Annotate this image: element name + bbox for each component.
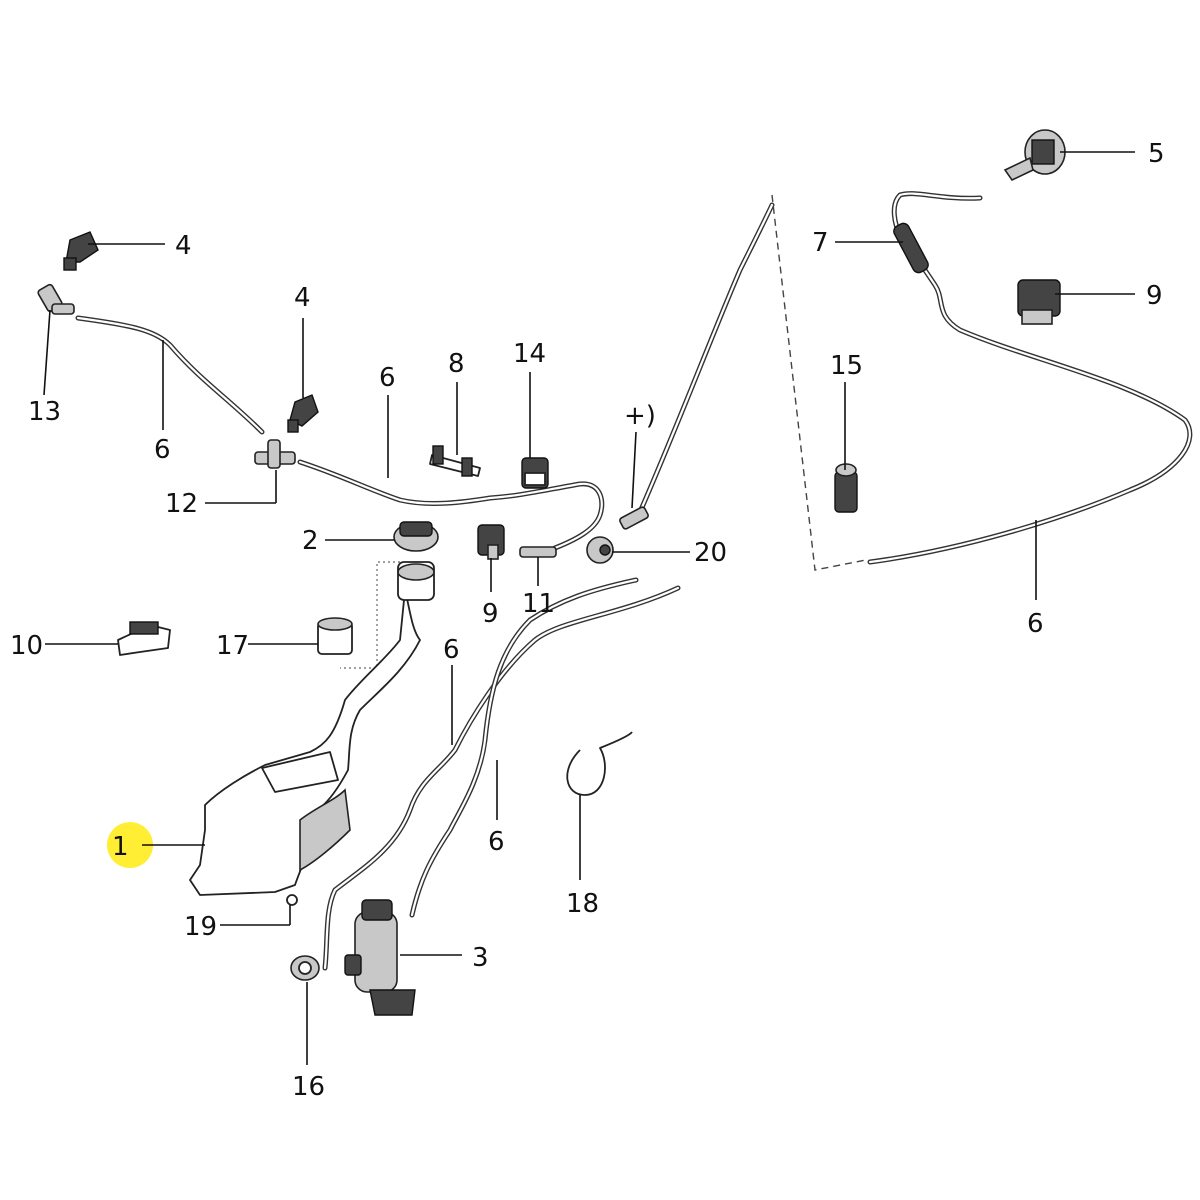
callout-17: 17 (216, 631, 249, 661)
check-valve (893, 222, 929, 274)
small-clip (286, 894, 298, 906)
hose-joint-plus (619, 506, 649, 530)
callout-plus: +) (624, 401, 656, 431)
callout-16: 16 (292, 1072, 325, 1102)
highlight-marker (107, 822, 153, 868)
hose-grommet (586, 536, 614, 564)
callout-9-center: 9 (482, 599, 499, 629)
callout-6-right: 6 (1027, 609, 1044, 639)
callout-10: 10 (10, 631, 43, 661)
callout-2: 2 (302, 526, 319, 556)
connector-15 (834, 463, 858, 513)
leader-lines (43, 151, 1135, 1065)
callout-12: 12 (165, 489, 198, 519)
hose-clip (521, 457, 549, 489)
callout-4-center: 4 (294, 283, 311, 313)
hoses (75, 191, 1193, 971)
joint-connector (519, 546, 557, 558)
callout-15: 15 (830, 351, 863, 381)
callout-6-left: 6 (154, 435, 171, 465)
callout-8: 8 (448, 349, 465, 379)
callout-9-right: 9 (1146, 281, 1163, 311)
callout-7: 7 (812, 228, 829, 258)
cable-tie (566, 731, 633, 796)
callout-18: 18 (566, 889, 599, 919)
washer-nozzle-left (63, 231, 99, 271)
washer-nozzle-center (287, 394, 319, 433)
washer-pump (344, 899, 416, 1016)
connector-center (477, 524, 505, 560)
seal-ring (317, 617, 353, 655)
callout-labels: 4 13 6 4 6 8 14 +) 12 2 9 11 20 5 7 9 15… (10, 139, 1165, 1102)
mounting-bracket (117, 621, 171, 656)
callout-4-left: 4 (175, 231, 192, 261)
pump-grommet (290, 955, 320, 981)
callout-6-mid: 6 (443, 635, 460, 665)
callout-3: 3 (472, 943, 489, 973)
dotted-bracket (340, 561, 400, 669)
hose-clip-bar (429, 445, 481, 477)
t-joint (254, 439, 296, 469)
callout-5: 5 (1148, 139, 1165, 169)
reservoir-tank (189, 561, 435, 896)
filler-cap (393, 521, 439, 552)
callout-13: 13 (28, 397, 61, 427)
connector-right (1017, 279, 1061, 325)
callout-14: 14 (513, 339, 546, 369)
rear-washer-nozzle (1003, 129, 1066, 182)
callout-19: 19 (184, 912, 217, 942)
elbow-joint (37, 283, 75, 315)
callout-11: 11 (522, 589, 555, 619)
dashed-boundary (771, 194, 867, 571)
callout-20: 20 (694, 538, 727, 568)
callout-1: 1 (112, 832, 129, 862)
callout-6-top: 6 (379, 363, 396, 393)
callout-6-lower: 6 (488, 827, 505, 857)
